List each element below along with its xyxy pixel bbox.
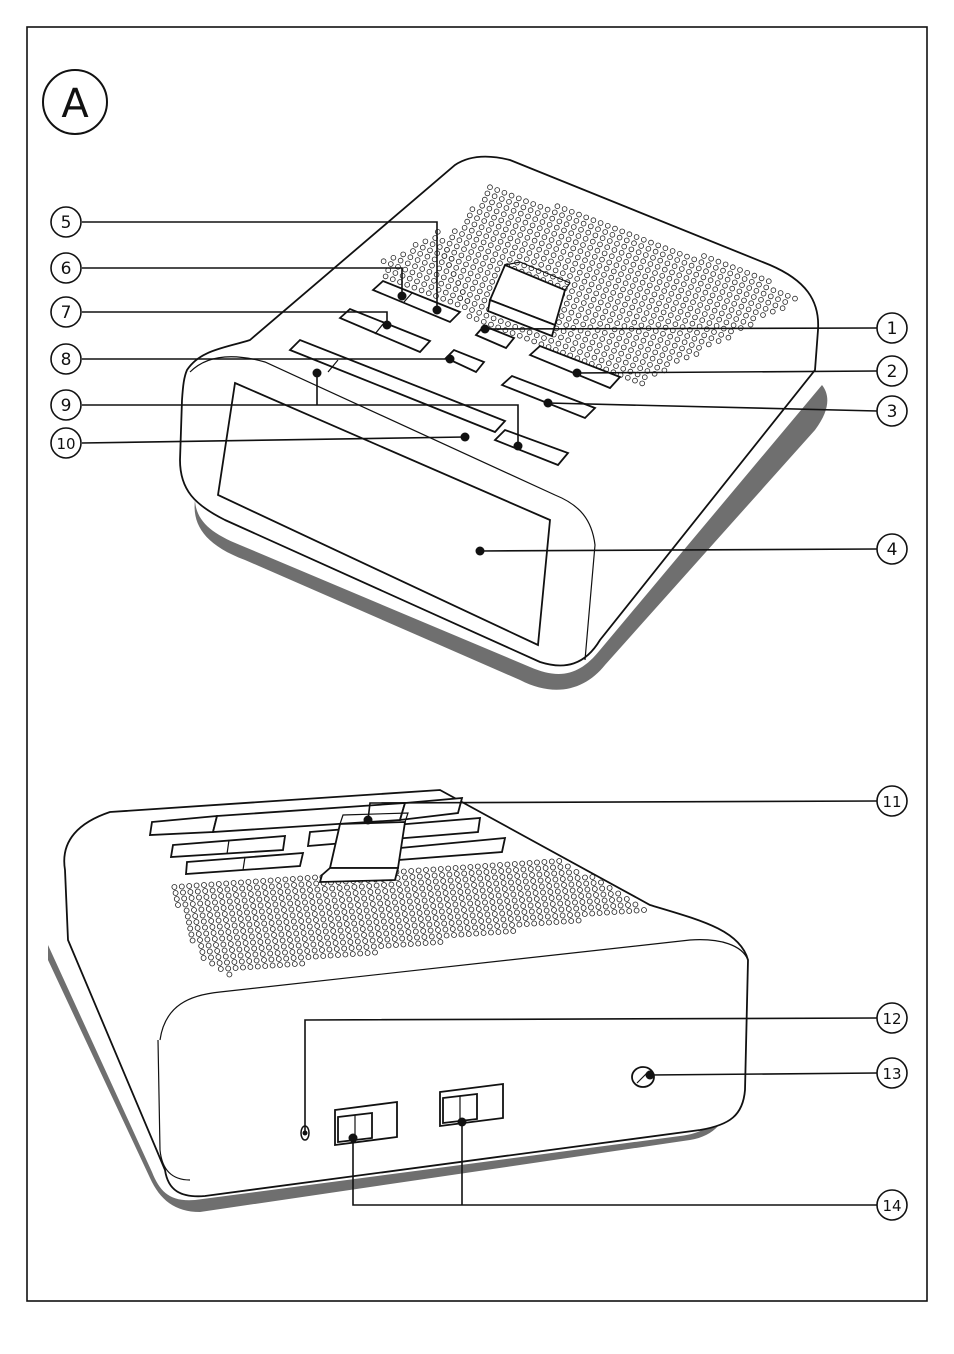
callout-10-label: 10 (56, 435, 75, 453)
callout-8: 8 (51, 344, 81, 374)
callout-11: 11 (877, 786, 907, 816)
callout-5: 5 (51, 207, 81, 237)
callout-1-label: 1 (887, 319, 898, 339)
callout-4-label: 4 (887, 540, 898, 560)
callout-11-label: 11 (882, 793, 901, 811)
callout-12-label: 12 (882, 1010, 901, 1028)
callout-9: 9 (51, 390, 81, 420)
callout-6-label: 6 (61, 259, 72, 279)
callout-1: 1 (877, 313, 907, 343)
callout-6: 6 (51, 253, 81, 283)
callout-8-label: 8 (61, 350, 72, 370)
callout-3-label: 3 (887, 402, 898, 422)
callout-9-label: 9 (61, 396, 72, 416)
callout-13-label: 13 (882, 1065, 901, 1083)
callout-7-label: 7 (61, 303, 72, 323)
callout-14: 14 (877, 1190, 907, 1220)
clock-rear-view (48, 790, 748, 1212)
callout-14-label: 14 (882, 1197, 901, 1215)
switch-left[interactable] (335, 1102, 397, 1145)
clock-top-view (180, 157, 827, 690)
callout-13: 13 (877, 1058, 907, 1088)
callout-2: 2 (877, 356, 907, 386)
callout-3: 3 (877, 396, 907, 426)
switch-right[interactable] (440, 1084, 503, 1126)
callout-5-label: 5 (61, 213, 72, 233)
panel-label-badge: A (43, 70, 107, 134)
panel-label: A (61, 81, 89, 127)
callout-2-label: 2 (887, 362, 898, 382)
callout-7: 7 (51, 297, 81, 327)
callout-12: 12 (877, 1003, 907, 1033)
callout-4: 4 (877, 534, 907, 564)
callout-10: 10 (51, 428, 81, 458)
